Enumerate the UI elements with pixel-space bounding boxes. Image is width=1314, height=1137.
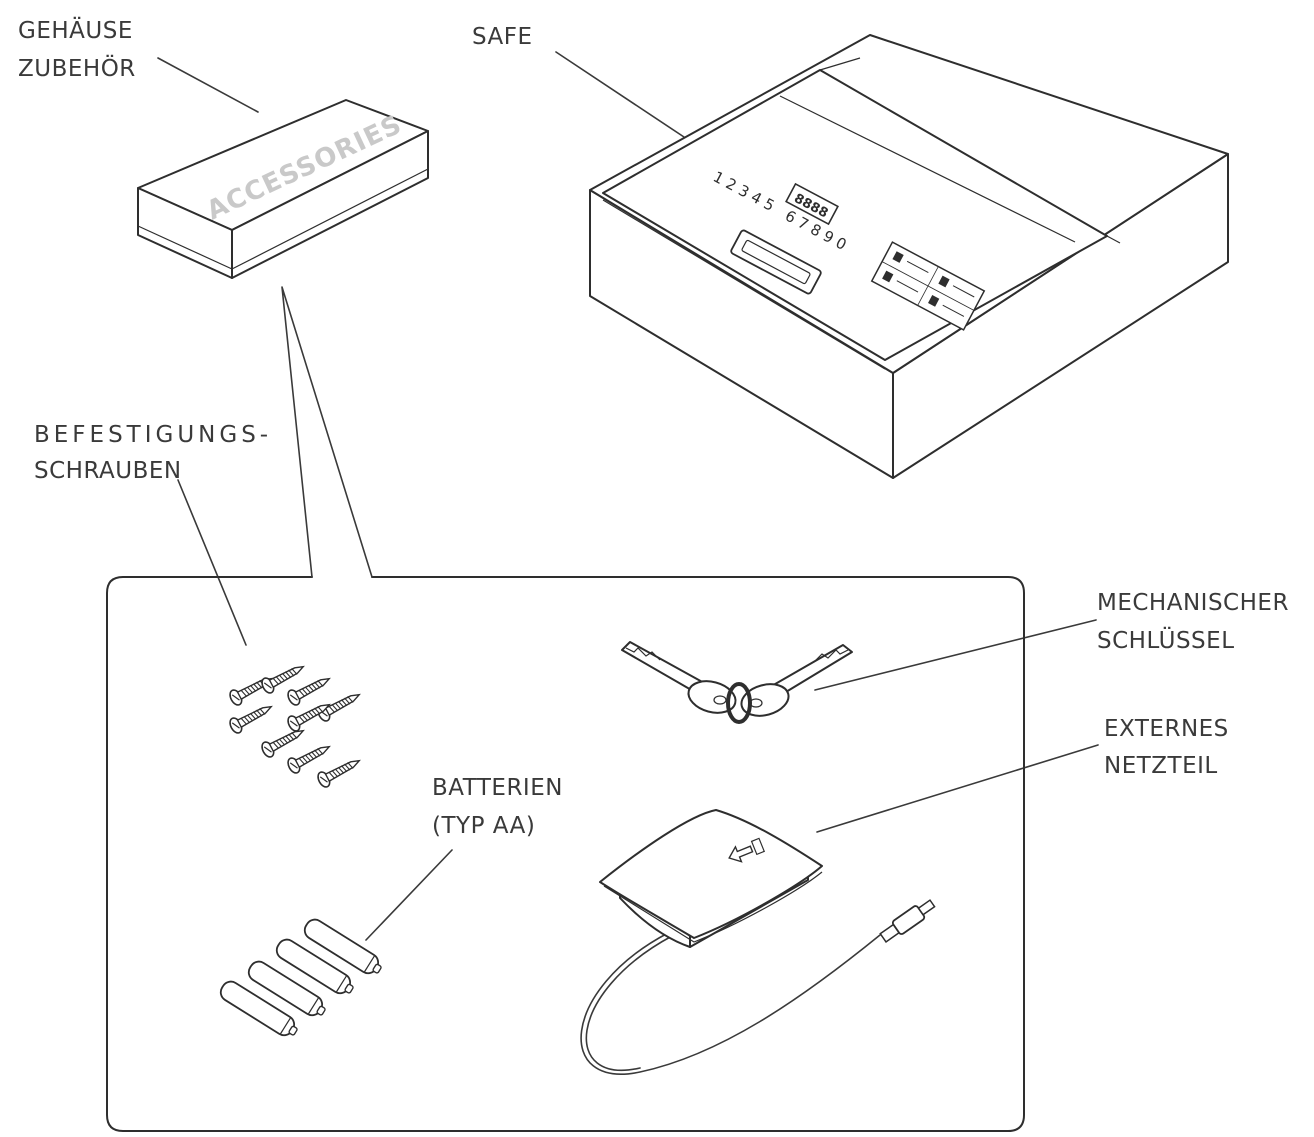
safe-lid-edge [602, 199, 886, 370]
leader-batteries [365, 849, 453, 941]
leader-screws [177, 479, 247, 646]
power-cable [580, 932, 881, 1075]
power-plug [879, 899, 936, 943]
screw [261, 665, 305, 694]
safe-instruction-label [870, 241, 986, 331]
contents-panel-outline [106, 576, 1025, 1132]
box-side-face [231, 130, 429, 279]
screw [229, 705, 273, 734]
leader-case [157, 57, 259, 113]
screw [287, 745, 331, 774]
arrow-icon [728, 837, 766, 863]
battery [303, 918, 382, 975]
screw [317, 759, 361, 788]
leader-power [816, 744, 1099, 833]
label-screws-line1: BEFESTIGUNGS- [34, 422, 272, 448]
label-power-line2: NETZTEIL [1104, 753, 1218, 779]
safe-handle [730, 229, 822, 295]
screw [287, 677, 331, 706]
label-batteries-line1: BATTERIEN [432, 775, 563, 801]
label-batteries-line2: (TYP AA) [432, 813, 535, 839]
screw [287, 703, 331, 732]
label-safe: SAFE [472, 24, 533, 50]
safe-lid-corner [1106, 235, 1121, 244]
key-ring [726, 682, 752, 724]
power-pack [580, 809, 936, 1075]
battery [247, 960, 326, 1017]
screws-group [229, 665, 361, 788]
label-case-line1: GEHÄUSE [18, 16, 133, 44]
batteries-group [219, 918, 382, 1037]
battery [275, 938, 354, 995]
label-key-line2: SCHLÜSSEL [1097, 626, 1235, 654]
safe-drawing: 8888 1 2 3 4 5 6 7 8 9 0 [589, 34, 1229, 479]
power-top [599, 809, 823, 939]
safe-lid-fold [779, 95, 1076, 243]
label-key-line1: MECHANISCHER [1097, 590, 1289, 616]
leader-safe [555, 51, 685, 138]
label-case-line2: ZUBEHÖR [18, 54, 136, 82]
keys-group [621, 641, 853, 724]
key-right [740, 644, 853, 717]
box-base-line [137, 225, 233, 270]
accessory-box: ACCESSORIES [137, 99, 429, 279]
screw [261, 729, 305, 758]
callout-pointer [281, 286, 373, 578]
label-screws-line2: SCHRAUBEN [34, 458, 182, 484]
box-base-line-2 [231, 168, 429, 270]
label-power-line1: EXTERNES [1104, 716, 1229, 742]
safe-lid-hinge [819, 57, 861, 71]
key-left [621, 641, 737, 714]
leader-key [814, 619, 1097, 691]
battery [219, 980, 298, 1037]
